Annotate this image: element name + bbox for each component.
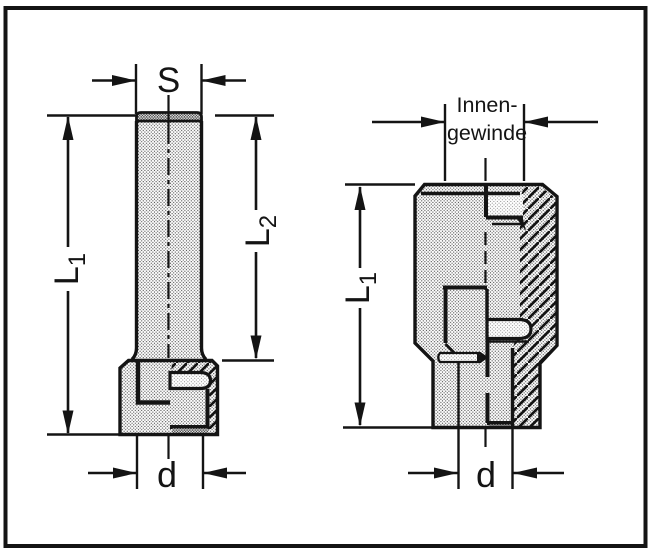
dim-label-d: d <box>157 454 177 495</box>
arrowhead-down <box>250 335 262 360</box>
right-lip-slot <box>437 351 489 364</box>
right-extension-lines <box>343 104 526 489</box>
dim-label-d: d <box>476 454 496 495</box>
arrowhead-up <box>62 116 74 140</box>
left-dim-d: d <box>88 454 246 495</box>
right-dim-thread: Innen- gewinde <box>372 93 598 145</box>
left-bore-step <box>135 362 170 405</box>
arrowhead-up <box>250 116 262 140</box>
left-view-figure: S L1 L2 <box>47 61 282 495</box>
arrowhead-right <box>434 467 458 479</box>
arrowhead-left <box>524 116 548 128</box>
arrowhead-down <box>62 410 74 435</box>
arrowhead-left <box>203 467 227 479</box>
drawing-frame <box>3 6 648 548</box>
thread-label-line2: gewinde <box>447 121 527 145</box>
arrowhead-right <box>112 75 136 86</box>
right-thread-profile <box>485 317 533 341</box>
arrowhead-left <box>201 75 226 86</box>
right-thread-bore <box>486 194 523 217</box>
right-dim-d: d <box>408 454 564 495</box>
arrowhead-right <box>113 467 137 479</box>
thread-label-line1: Innen- <box>457 93 518 117</box>
left-thread-profile <box>168 370 213 391</box>
right-section-hatch <box>513 187 556 426</box>
left-base-hatch <box>171 362 217 433</box>
arrowhead-left <box>513 467 537 479</box>
arrowhead-up <box>354 186 366 210</box>
left-dim-s: S <box>92 61 246 114</box>
right-body <box>413 158 559 447</box>
left-dim-l2: L2 <box>239 116 282 360</box>
right-bore-step <box>443 285 487 343</box>
right-view-figure: Innen- gewinde L1 d <box>339 93 598 495</box>
right-dim-l1: L1 <box>339 186 382 427</box>
dim-label-l2: L2 <box>239 215 282 247</box>
arrowhead-right <box>421 116 445 128</box>
dim-label-l1: L1 <box>48 253 91 285</box>
dim-label-l1: L1 <box>339 272 382 304</box>
left-dim-l1: L1 <box>48 116 91 435</box>
left-extension-lines <box>47 114 274 489</box>
left-base <box>118 358 220 437</box>
dim-label-s: S <box>157 61 180 100</box>
arrowhead-down <box>354 402 366 427</box>
